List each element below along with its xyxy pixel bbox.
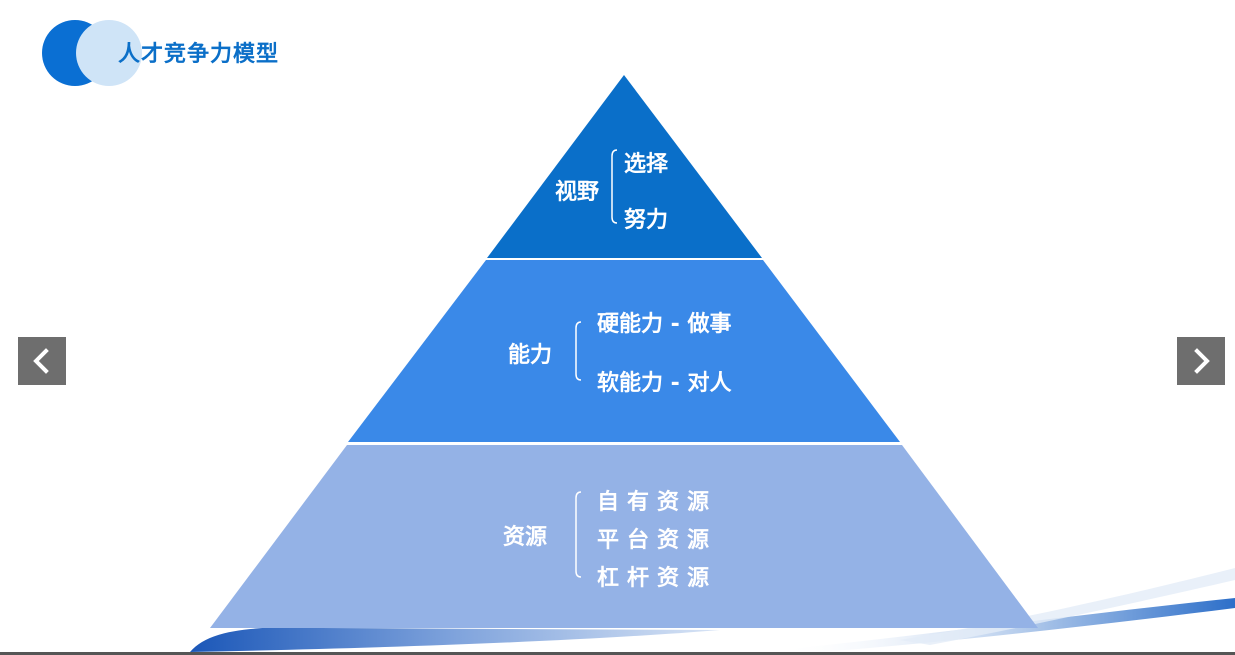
chevron-left-icon	[33, 348, 49, 374]
pyramid-tier-top	[487, 75, 762, 258]
brace-middle	[575, 321, 582, 381]
tier-bottom-item: 平台资源	[597, 528, 718, 553]
brace-top	[611, 149, 618, 224]
page-title: 人才竞争力模型	[118, 42, 280, 67]
prev-slide-button[interactable]	[18, 337, 66, 385]
tier-bottom-item: 杠杆资源	[597, 566, 718, 591]
tier-top-item: 努力	[624, 208, 669, 233]
tier-middle-item: 软能力 - 对人	[597, 371, 732, 396]
chevron-right-icon	[1194, 348, 1210, 374]
brace-bottom	[575, 491, 582, 578]
logo-circles	[42, 20, 152, 86]
tier-bottom-label: 资源	[503, 525, 548, 550]
bottom-divider	[0, 652, 1235, 655]
tier-top-label: 视野	[555, 180, 600, 205]
decor-swoosh-left	[190, 627, 720, 652]
tier-bottom-item: 自有资源	[597, 490, 718, 515]
pyramid-tier-bottom	[210, 445, 1038, 628]
logo-circle-light	[76, 20, 142, 86]
pyramid-tier-middle	[348, 260, 900, 442]
tier-middle-label: 能力	[508, 343, 553, 368]
tier-middle-item: 硬能力 - 做事	[597, 312, 732, 337]
next-slide-button[interactable]	[1177, 337, 1225, 385]
tier-top-item: 选择	[624, 152, 669, 177]
